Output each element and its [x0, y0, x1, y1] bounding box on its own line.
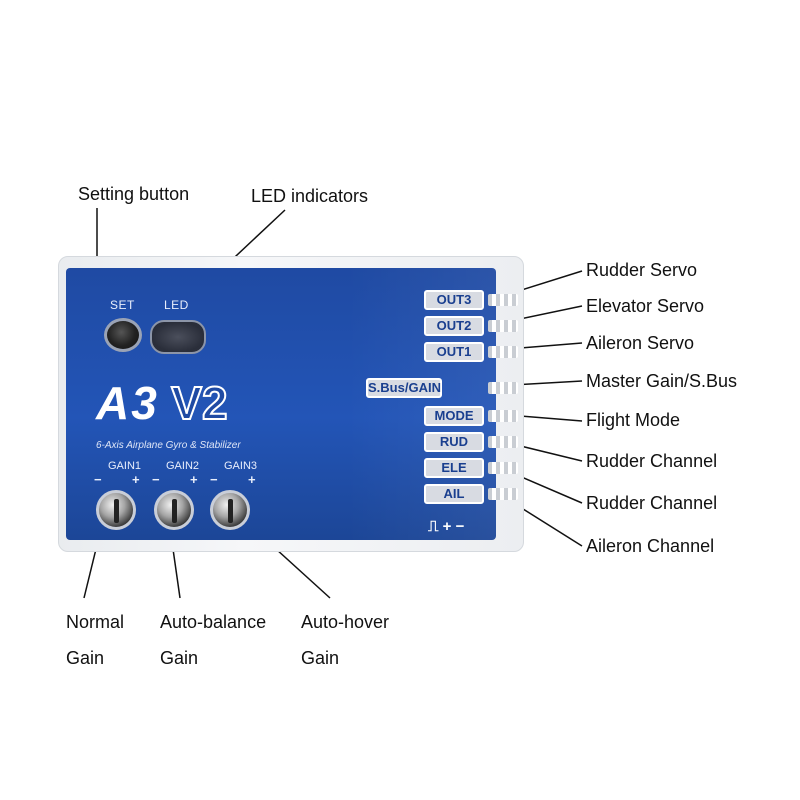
pins-out1 [488, 346, 518, 358]
gain1-minus: − [94, 472, 102, 487]
callout-auto-hover-gain-line1: Auto-hover [301, 612, 390, 632]
callout-auto-balance-gain-line1: Auto-balance [160, 612, 267, 632]
callout-rudder-servo: Rudder Servo [586, 260, 698, 280]
gain3-potentiometer[interactable] [210, 490, 250, 530]
port-out1[interactable]: OUT1 [424, 342, 484, 362]
pins-mode [488, 410, 518, 422]
callout-aileron-channel: Aileron Channel [586, 536, 715, 556]
gain2-label: GAIN2 [166, 460, 200, 472]
port-out3[interactable]: OUT3 [424, 290, 484, 310]
pins-rud [488, 436, 518, 448]
port-sbus-gain[interactable]: S.Bus/GAIN [366, 378, 442, 398]
gain3-label: GAIN3 [224, 460, 258, 472]
device-panel: SET LED A3 V2 6-Axis Airplane Gyro & Sta… [66, 268, 496, 540]
gain1-potentiometer[interactable] [96, 490, 136, 530]
callout-led-indicators: LED indicators [251, 186, 369, 206]
callout-elevator-servo: Elevator Servo [586, 296, 705, 316]
pins-out2 [488, 320, 518, 332]
logo-version: V2 [170, 376, 228, 430]
pins-ail [488, 488, 518, 500]
callout-auto-hover-gain-line2: Gain [301, 648, 340, 668]
logo-model: A3 [96, 377, 159, 429]
setting-button[interactable] [104, 318, 142, 352]
gain3-plus: + [248, 472, 256, 487]
gain1-label: GAIN1 [108, 460, 142, 472]
callout-setting-button: Setting button [78, 184, 190, 204]
port-ail[interactable]: AIL [424, 484, 484, 504]
gain3-minus: − [210, 472, 218, 487]
callout-master-gain-sbus: Master Gain/S.Bus [586, 371, 738, 391]
led-indicator-window [150, 320, 206, 354]
pins-sbus [488, 382, 518, 394]
gain2-minus: − [152, 472, 160, 487]
port-out2[interactable]: OUT2 [424, 316, 484, 336]
pins-out3 [488, 294, 518, 306]
gain2-potentiometer[interactable] [154, 490, 194, 530]
product-logo: A3 V2 [96, 376, 229, 430]
polarity-marking: ⎍ + − [428, 518, 465, 535]
callout-auto-balance-gain-line2: Gain [160, 648, 199, 668]
pins-ele [488, 462, 518, 474]
port-mode[interactable]: MODE [424, 406, 484, 426]
port-rud[interactable]: RUD [424, 432, 484, 452]
callout-normal-gain-line1: Normal [66, 612, 125, 632]
gain1-plus: + [132, 472, 140, 487]
callout-rudder-channel-2: Rudder Channel [586, 493, 718, 513]
callout-rudder-channel: Rudder Channel [586, 451, 718, 471]
gyro-stabilizer-device: SET LED A3 V2 6-Axis Airplane Gyro & Sta… [58, 256, 524, 552]
callout-aileron-servo: Aileron Servo [586, 333, 695, 353]
gain2-plus: + [190, 472, 198, 487]
port-ele[interactable]: ELE [424, 458, 484, 478]
product-subtitle: 6-Axis Airplane Gyro & Stabilizer [96, 440, 241, 451]
callout-flight-mode: Flight Mode [586, 410, 681, 430]
callout-normal-gain-line2: Gain [66, 648, 105, 668]
led-silk-label: LED [164, 298, 189, 312]
set-silk-label: SET [110, 298, 135, 312]
